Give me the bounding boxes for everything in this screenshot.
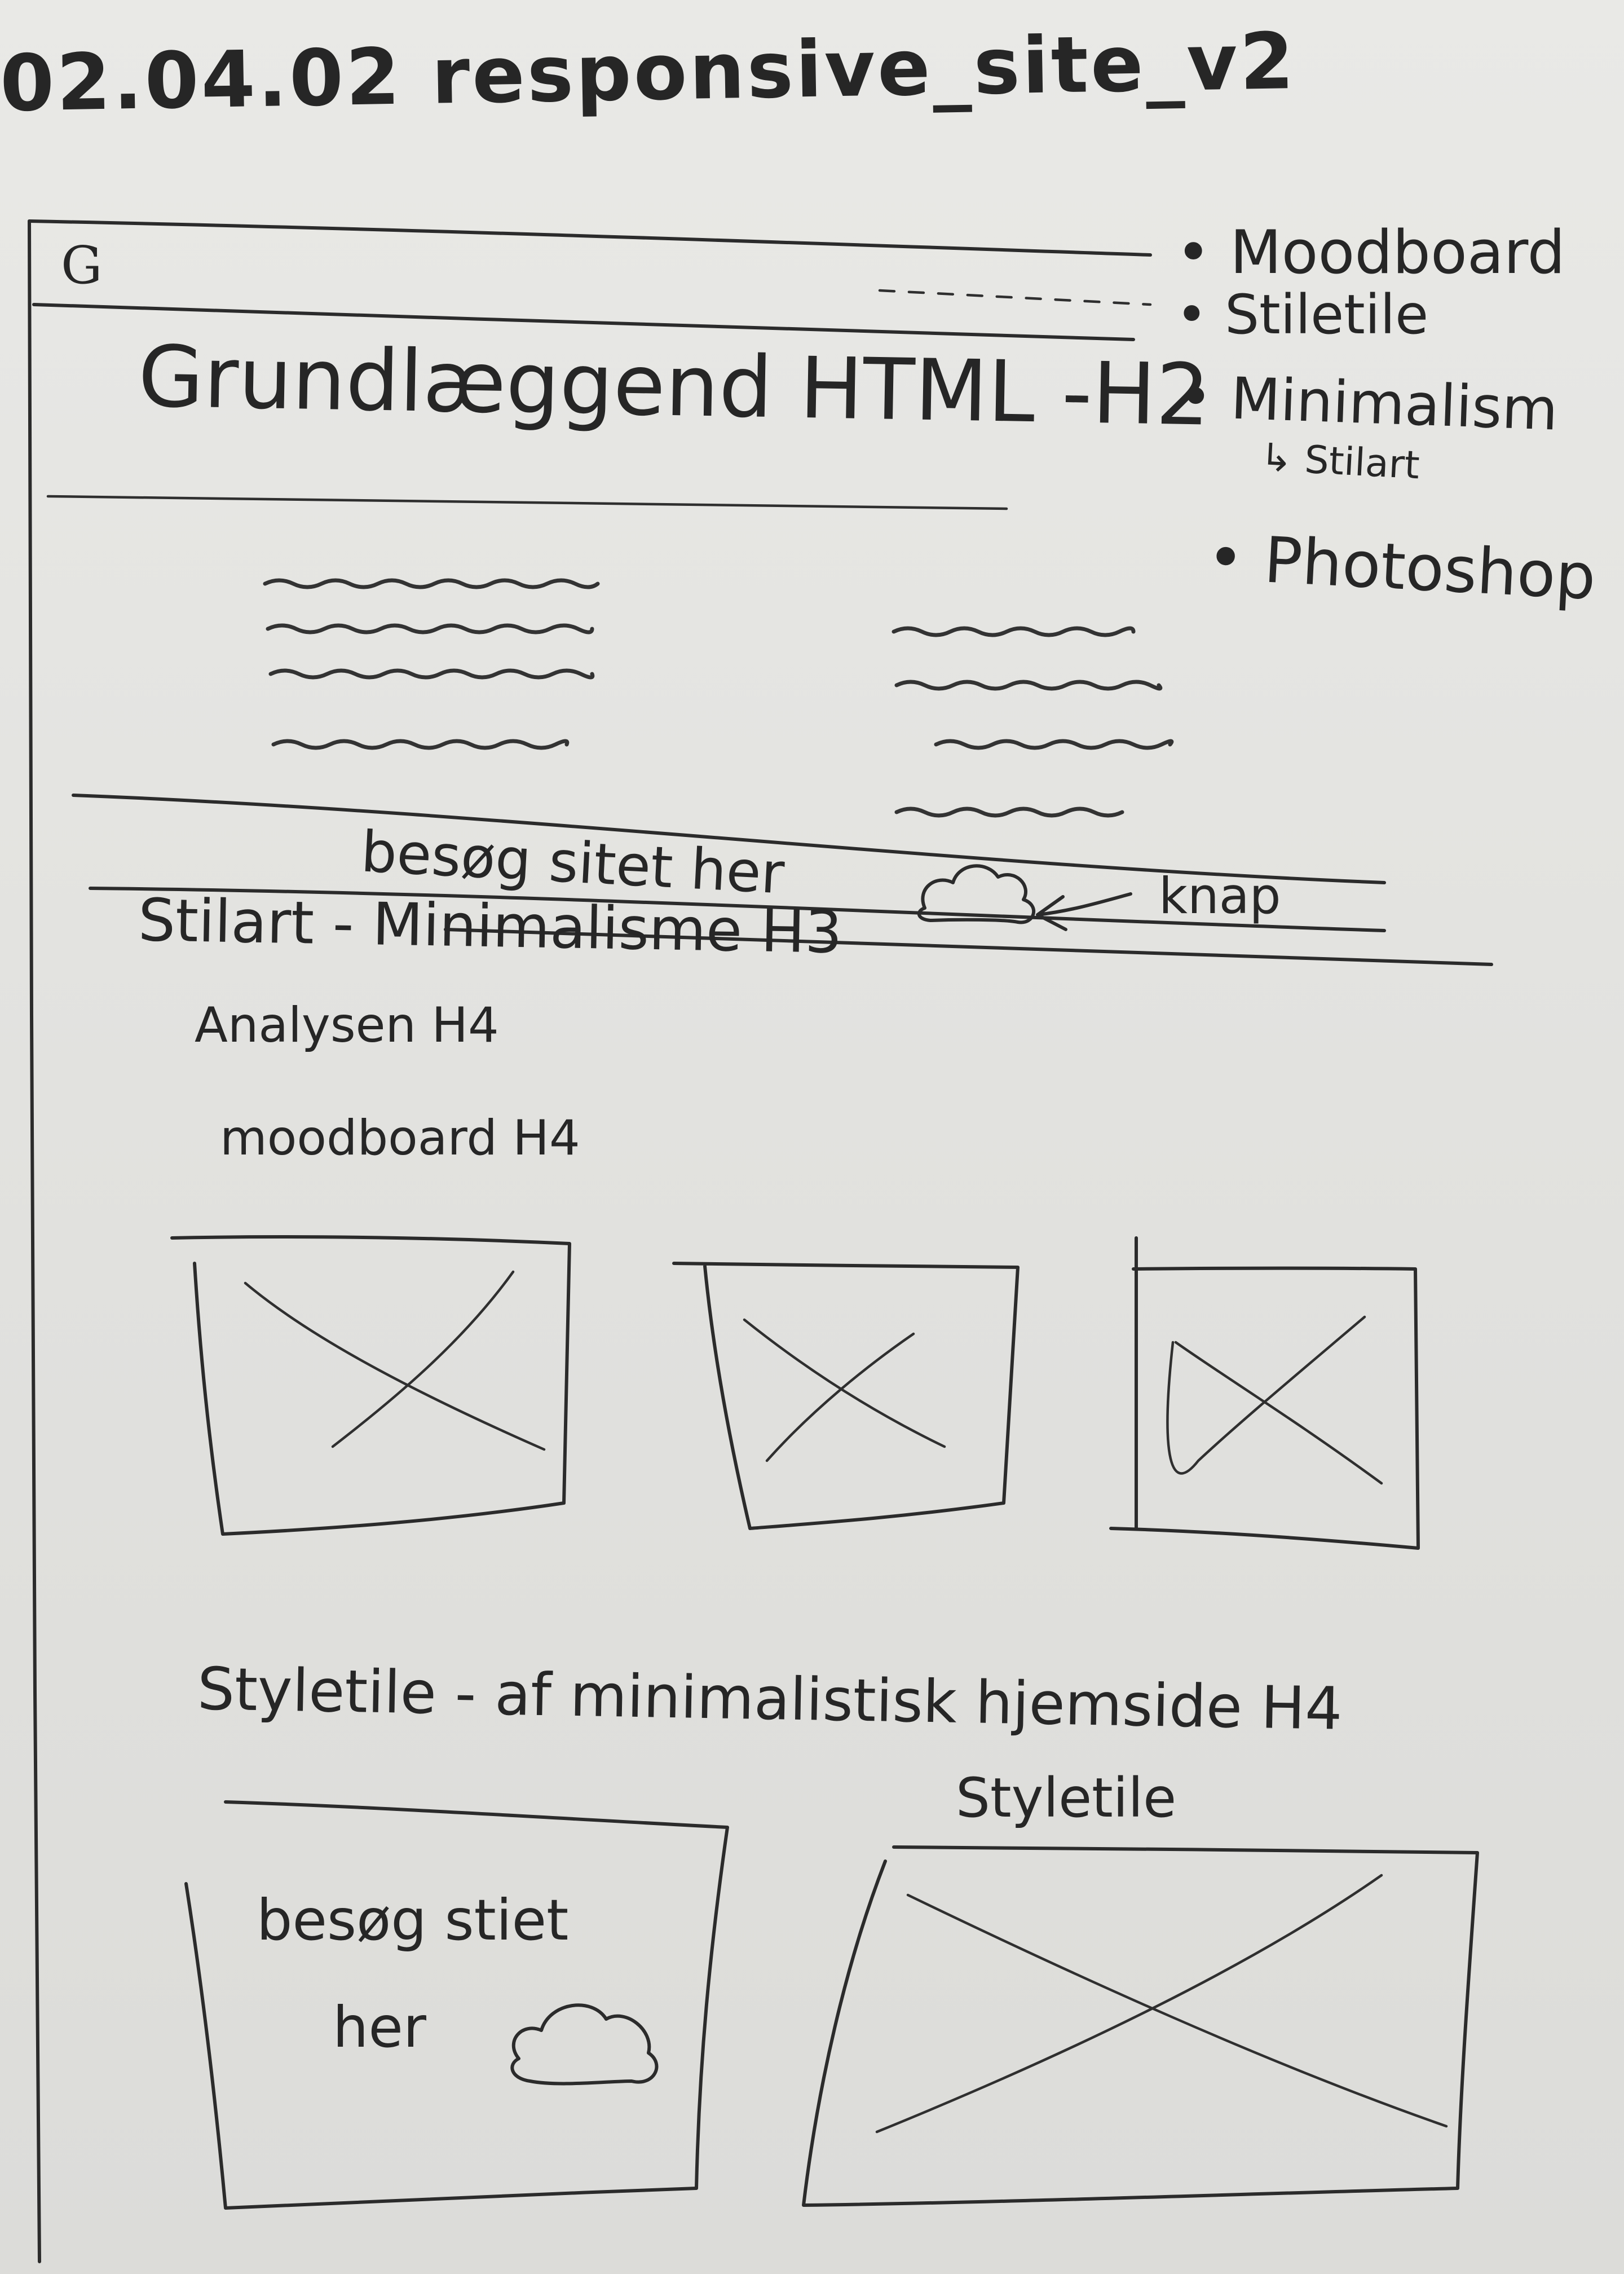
moodboard-heading: moodboard H4 <box>220 1110 580 1166</box>
card-cloud-icon <box>510 2003 659 2086</box>
style-heading: Stilart - Minimalisme H3 <box>138 885 843 967</box>
button-annotation: knap <box>1159 867 1281 925</box>
text-placeholder-left <box>263 578 600 750</box>
note-stiletile: • Stiletile <box>1176 283 1429 346</box>
styletile-image <box>802 1845 1479 2207</box>
note-moodboard: • Moodboard <box>1176 218 1565 287</box>
cloud-icon <box>917 864 1036 924</box>
note-stilart: ↳ Stilart <box>1259 435 1421 488</box>
note-minimalism: • Minimalism <box>1177 363 1559 444</box>
heading-underline <box>46 495 1008 510</box>
card-visit-line2[interactable]: her <box>333 1994 427 2060</box>
content-divider-top <box>72 794 1386 884</box>
styletile-card-left <box>184 1800 729 2210</box>
page-title: 02.04.02 responsive_site_v2 <box>0 15 1297 130</box>
header-top-line <box>28 219 1152 257</box>
analysis-heading: Analysen H4 <box>195 997 499 1054</box>
logo-letter: G <box>61 235 103 296</box>
content-divider-bottom <box>444 928 1493 966</box>
moodboard-image-3 <box>1109 1236 1420 1550</box>
header-bottom-line <box>32 303 1135 341</box>
moodboard-image-1 <box>170 1235 571 1536</box>
main-heading: Grundlæggend HTML -H2 <box>137 328 1211 445</box>
content-divider-mid <box>89 887 1386 932</box>
styletile-caption: Styletile <box>956 1766 1177 1830</box>
card-visit-line1[interactable]: besøg stiet <box>257 1887 569 1953</box>
moodboard-image-2 <box>672 1262 1020 1530</box>
text-placeholder-right <box>892 626 1174 818</box>
nav-dashed-line <box>878 289 1152 306</box>
arrow-left-icon <box>1036 892 1132 931</box>
note-photoshop: • Photoshop <box>1205 521 1598 614</box>
frame-left-line <box>28 219 41 2263</box>
